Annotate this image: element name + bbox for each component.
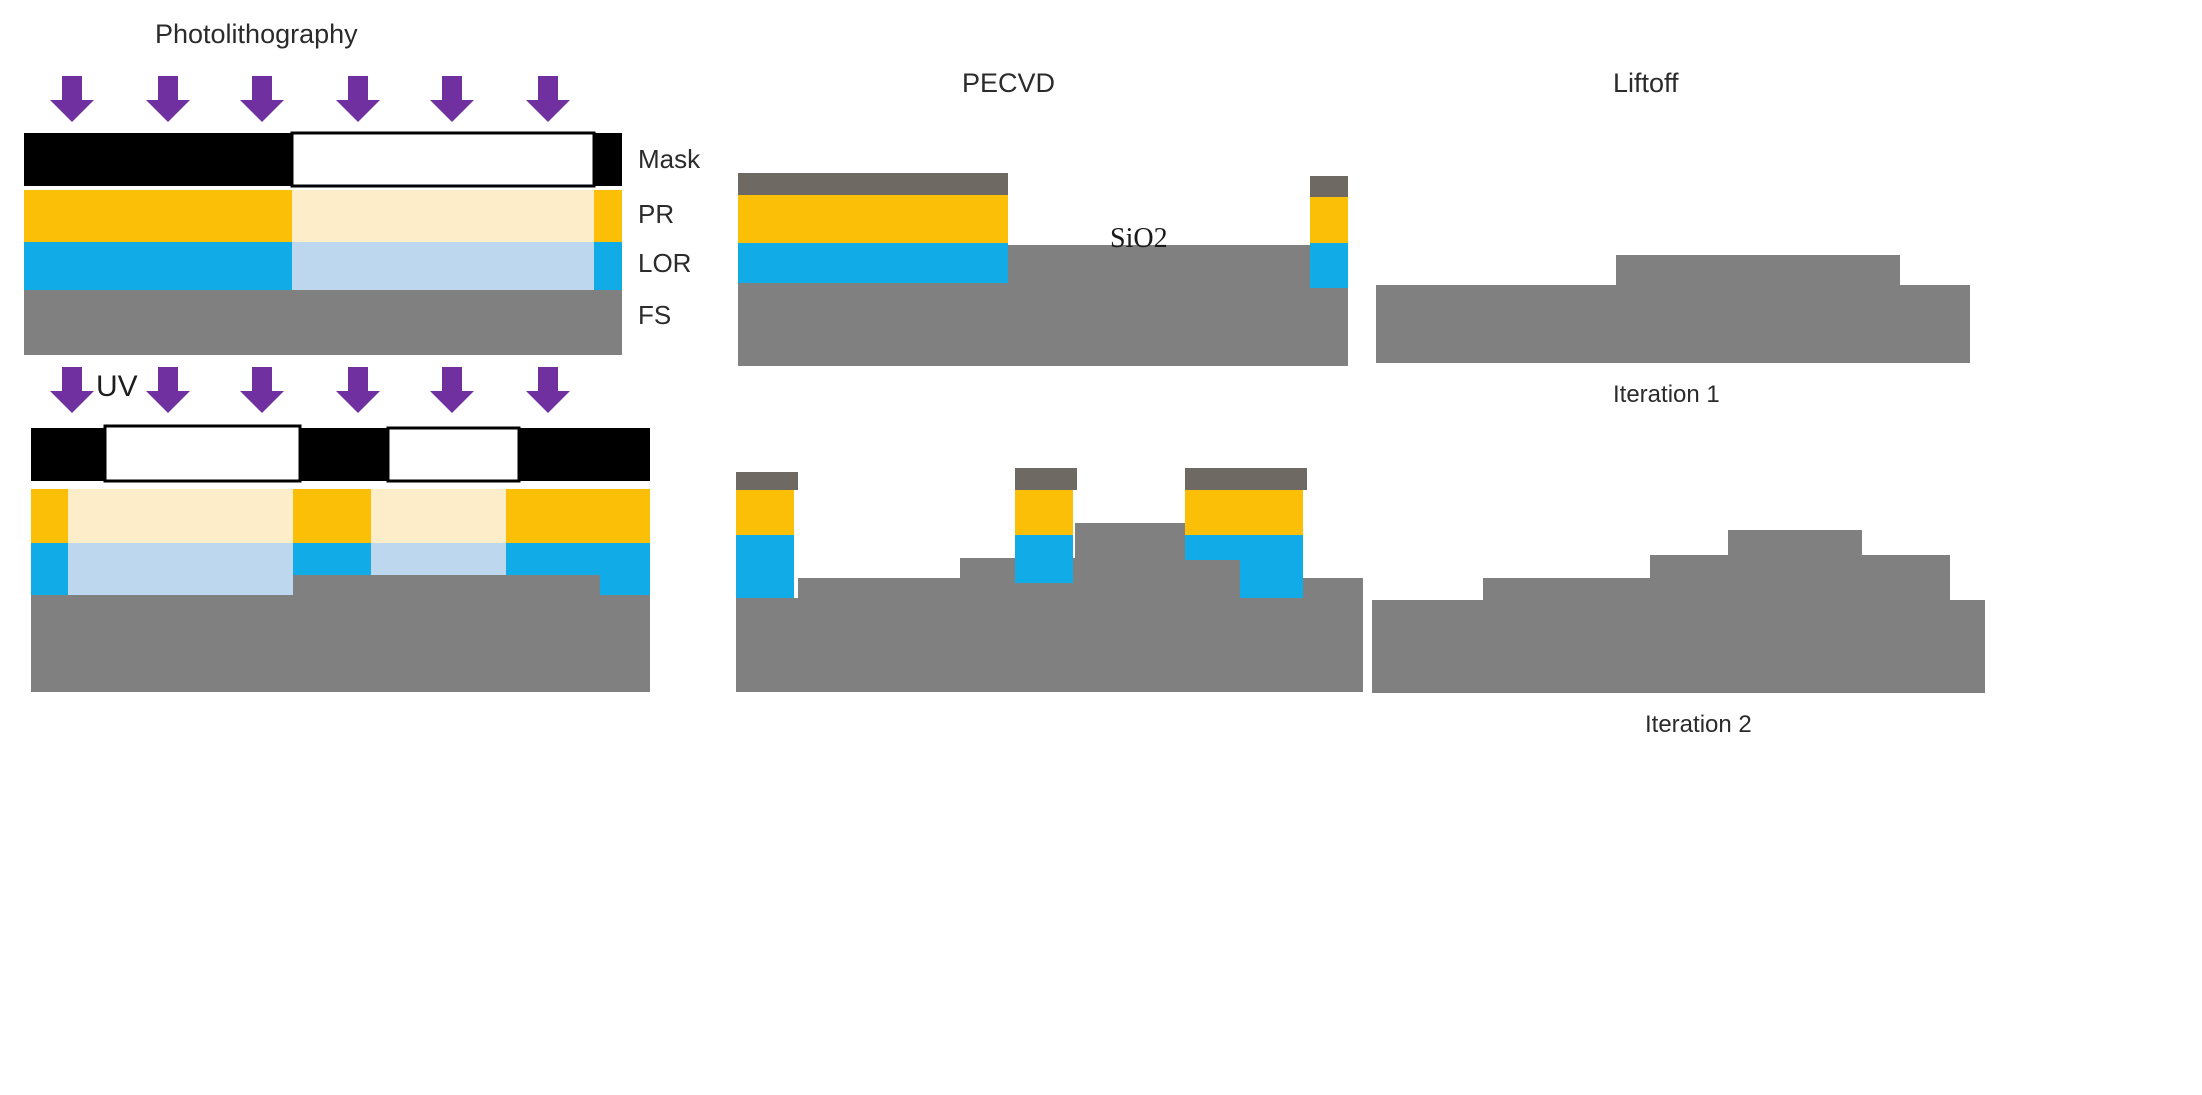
photolitho-row2-fs [31,575,650,692]
uv-arrow-icon [526,76,570,122]
uv-arrows-row1 [50,76,570,122]
sio2-label: SiO2 [1110,223,1168,254]
pecvd-row2-middle-stack [1015,468,1077,583]
photolitho-row1-mask [24,131,622,188]
pecvd-row2-fs [736,523,1363,692]
caption-iteration-2: Iteration 2 [1645,711,1752,738]
photolithography-title: Photolithography [155,19,358,49]
uv-arrow-icon [430,76,474,122]
layer-label-mask: Mask [638,144,701,174]
uv-arrow-icon [336,367,380,413]
uv-arrow-icon [240,367,284,413]
photolitho-row2-pr [31,489,650,543]
pecvd-row2-right-stack [1185,468,1307,598]
pecvd-title: PECVD [962,68,1056,98]
pecvd-row1-fs [738,245,1348,366]
uv-arrow-icon [430,367,474,413]
uv-arrow-icon [240,76,284,122]
pecvd-row2-left-stack [736,472,798,598]
pecvd-row1-right-pillar [1310,176,1348,288]
photolitho-row1-fs [24,290,622,355]
photolitho-row2-mask [31,424,650,483]
uv-arrow-icon [50,367,94,413]
uv-arrow-icon [336,76,380,122]
uv-label: UV [96,370,138,403]
layer-label-lor: LOR [638,248,692,278]
uv-arrow-icon [146,76,190,122]
pecvd-row1-left-stack [738,173,1008,283]
uv-arrows-row2 [50,367,570,413]
layer-label-fs: FS [638,300,672,330]
photolitho-row1-pr [24,190,622,242]
photolitho-row1-lor [24,242,622,290]
liftoff-title: Liftoff [1613,68,1679,98]
caption-iteration-1: Iteration 1 [1613,381,1720,408]
layer-label-pr: PR [638,199,675,229]
uv-arrow-icon [526,367,570,413]
liftoff-iteration1-shape [1376,255,1970,363]
uv-arrow-icon [50,76,94,122]
liftoff-iteration2-shape [1372,530,1985,693]
uv-arrow-icon [146,367,190,413]
